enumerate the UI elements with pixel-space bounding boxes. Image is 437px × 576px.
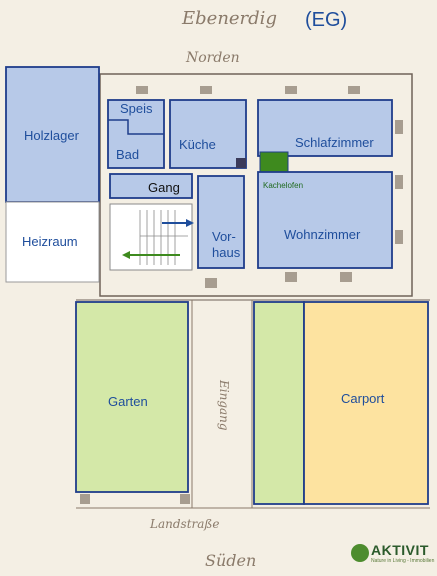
room-heizraum (5, 201, 100, 283)
wall-pillar (348, 86, 360, 94)
wall-pillar (136, 86, 148, 94)
wall-pillar (285, 86, 297, 94)
label-speis: Speis (120, 101, 153, 116)
wall-pillar (205, 278, 217, 288)
room-gang (109, 173, 193, 199)
script-south: Süden (205, 551, 256, 570)
room-kueche (169, 99, 247, 169)
label-bad: Bad (116, 147, 140, 162)
area-garten-strip (253, 301, 305, 505)
room-vorhaus (197, 175, 245, 269)
label-heizraum: Heizraum (22, 234, 78, 249)
historic-outer-wall (99, 73, 413, 297)
room-holzlager (5, 66, 100, 203)
label-vorhaus-2: haus (212, 245, 241, 260)
wall-pillar (395, 120, 403, 134)
staircase (109, 203, 193, 271)
label-garten: Garten (108, 394, 148, 409)
wall-pillar (340, 272, 352, 282)
label-gang: Gang (148, 180, 180, 195)
label-wohnzimmer: Wohnzimmer (284, 227, 361, 242)
stair-arrow-right-head (186, 219, 194, 227)
floor-label: (EG) (305, 9, 348, 31)
script-title: Ebenerdig (181, 8, 277, 29)
fence-post (80, 494, 90, 504)
label-kachelofen: Kachelofen (263, 181, 304, 190)
script-north: Norden (185, 50, 240, 66)
wall-pillar (395, 175, 403, 189)
area-garten (75, 301, 189, 493)
logo-name: AKTIVIT (371, 542, 429, 558)
room-wohnzimmer (257, 171, 393, 269)
label-kueche: Küche (179, 137, 216, 152)
wall-pillar (285, 272, 297, 282)
label-carport: Carport (341, 391, 385, 406)
kueche-stove (236, 158, 246, 168)
wall-pillar (395, 230, 403, 244)
fence-post (180, 494, 190, 504)
label-vorhaus-1: Vor- (212, 229, 236, 244)
aktivit-logo: AKTIVIT Nature in Living - Immobilien (349, 542, 435, 568)
room-schlafzimmer (257, 99, 393, 157)
logo-mark-icon (351, 544, 369, 562)
stair-arrow-left-head (122, 251, 130, 259)
logo-tagline: Nature in Living - Immobilien (371, 558, 435, 564)
script-entrance: Eingang (217, 379, 231, 431)
script-street: Landstraße (149, 517, 220, 531)
speis-bad-divider (108, 119, 164, 135)
wall-pillar (200, 86, 212, 94)
label-schlafzimmer: Schlafzimmer (295, 135, 374, 150)
label-holzlager: Holzlager (24, 128, 79, 143)
area-carport (303, 301, 429, 505)
